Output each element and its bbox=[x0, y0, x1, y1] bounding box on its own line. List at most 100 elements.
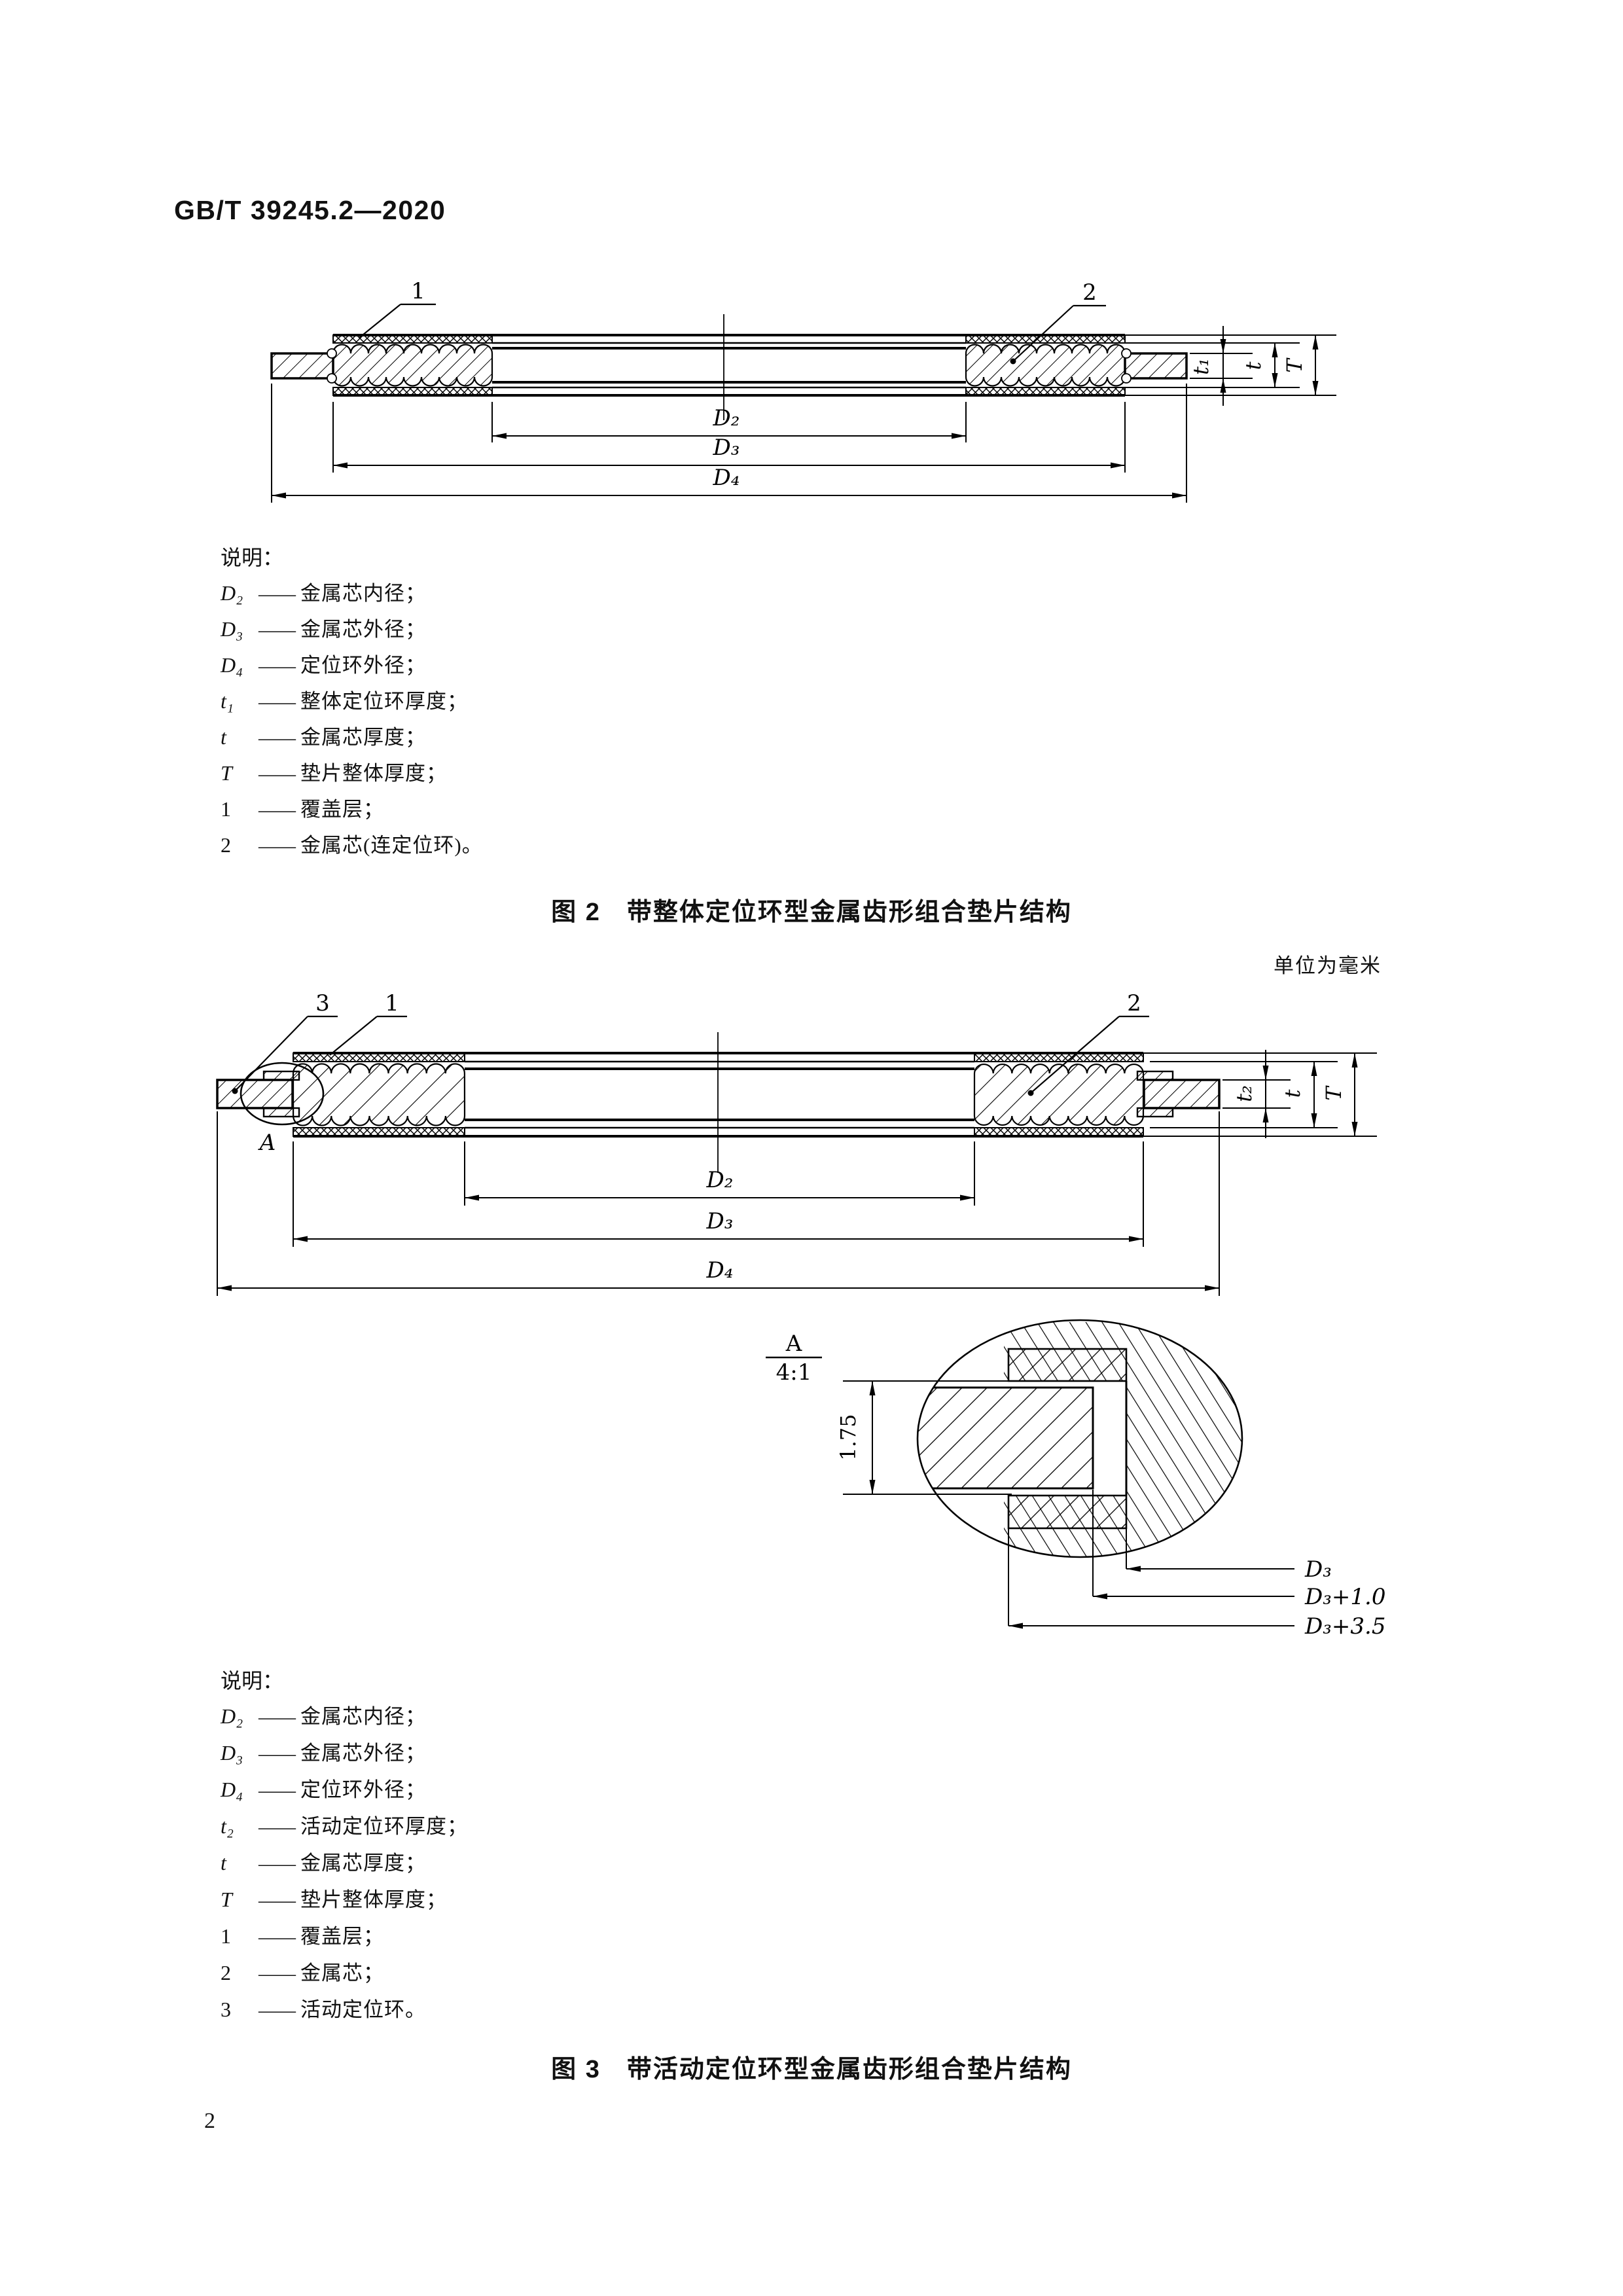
legend-row: D₃——金属芯外径； bbox=[221, 1742, 468, 1779]
fig2-callout-2-label: 2 bbox=[1082, 279, 1097, 306]
legend-dash: —— bbox=[259, 619, 296, 641]
fig2-dim-label-d2: D₂ bbox=[713, 405, 740, 431]
legend-text: 金属芯外径； bbox=[300, 1742, 426, 1765]
fig2-dim-label-d4: D₄ bbox=[713, 465, 740, 491]
legend-text: 金属芯厚度； bbox=[300, 1852, 426, 1874]
detail-boundary-ellipse bbox=[916, 1319, 1243, 1558]
legend-text: 金属芯(连定位环)。 bbox=[300, 834, 483, 857]
legend-row: 1——覆盖层； bbox=[221, 798, 483, 834]
legend-text: 金属芯外径； bbox=[300, 618, 426, 641]
fig3-loose-ring-right bbox=[1143, 1079, 1221, 1109]
fig3-legend: 说明： D₂——金属芯内径； D₃——金属芯外径； D₄——定位环外径； t₂—… bbox=[221, 1670, 468, 2036]
legend-dash: —— bbox=[259, 1743, 296, 1765]
fig3-detail-marker-circle bbox=[240, 1062, 325, 1126]
fig3-detail-view: 1.75 D₃ D₃+1.0 D₃+3.5 A 4:1 bbox=[766, 1319, 1385, 1640]
legend-row: T——垫片整体厚度； bbox=[221, 1889, 468, 1926]
fig3-callout-1: 1 bbox=[329, 990, 407, 1056]
fig3-thickness-dims: t₂ t T bbox=[1143, 1050, 1377, 1138]
legend-symbol: 2 bbox=[221, 1961, 231, 1984]
legend-row: T ——垫片整体厚度； bbox=[221, 762, 483, 798]
detail-dim-175-label: 1.75 bbox=[836, 1414, 861, 1460]
legend-symbol: D₄ bbox=[221, 653, 243, 677]
fig2-callout-1-label: 1 bbox=[411, 278, 425, 304]
detail-label-d3-plus-3-5: D₃+3.5 bbox=[1304, 1613, 1385, 1640]
unit-note: 单位为毫米 bbox=[1274, 954, 1382, 977]
legend-text: 覆盖层； bbox=[300, 798, 384, 821]
detail-ring-web bbox=[918, 1386, 1094, 1490]
fig3-dim-label-T: T bbox=[1321, 1085, 1346, 1101]
fig2-ring-left bbox=[270, 352, 334, 380]
fig3-callout-2: 2 bbox=[1027, 990, 1149, 1096]
legend-text: 垫片整体厚度； bbox=[300, 1888, 447, 1911]
legend-text: 垫片整体厚度； bbox=[300, 762, 447, 785]
fig2-dim-label-T: T bbox=[1282, 357, 1307, 373]
legend-text: 定位环外径； bbox=[300, 654, 426, 677]
fig2-legend-title: 说明： bbox=[221, 546, 284, 569]
legend-row: 2——金属芯； bbox=[221, 1962, 468, 1999]
legend-row: t——金属芯厚度； bbox=[221, 726, 483, 762]
legend-dash: —— bbox=[259, 763, 296, 785]
legend-symbol: D₄ bbox=[221, 1778, 243, 1801]
detail-dim-175 bbox=[843, 1380, 1012, 1495]
legend-symbol: T bbox=[221, 761, 232, 785]
fig3-dim-label-t2: t₂ bbox=[1232, 1085, 1257, 1102]
detail-view-scale: 4:1 bbox=[776, 1359, 812, 1386]
legend-text: 覆盖层； bbox=[300, 1925, 384, 1948]
legend-symbol: t bbox=[221, 1851, 226, 1874]
legend-dash: —— bbox=[259, 835, 296, 857]
legend-row: 3——活动定位环。 bbox=[221, 1999, 468, 2036]
legend-symbol: t bbox=[221, 725, 226, 749]
page-number: 2 bbox=[204, 2109, 215, 2133]
legend-dash: —— bbox=[259, 655, 296, 677]
legend-text: 金属芯； bbox=[300, 1962, 384, 1984]
legend-text: 活动定位环。 bbox=[300, 1998, 426, 2021]
legend-row: t ——金属芯厚度； bbox=[221, 1852, 468, 1889]
fig2-diameter-dims: D₂ D₃ D₄ bbox=[271, 384, 1187, 503]
legend-symbol: t₁ bbox=[221, 689, 234, 713]
legend-symbol: T bbox=[221, 1888, 232, 1911]
legend-symbol: 1 bbox=[221, 1924, 231, 1948]
fig3-diameter-dims: D₂ D₃ D₄ bbox=[217, 1111, 1220, 1296]
fig2-ring-right bbox=[1124, 352, 1188, 380]
figure2-gasket-section bbox=[270, 314, 1188, 420]
fig3-dim-label-t: t bbox=[1280, 1089, 1305, 1098]
detail-label-d3-plus-1: D₃+1.0 bbox=[1304, 1584, 1385, 1610]
legend-dash: —— bbox=[259, 691, 296, 713]
fig3-callout-3-label: 3 bbox=[315, 990, 330, 1016]
legend-dash: —— bbox=[259, 1926, 296, 1948]
legend-row: t₂ ——活动定位环厚度； bbox=[221, 1816, 468, 1852]
fig2-dim-label-t1: t₁ bbox=[1188, 358, 1213, 375]
legend-dash: —— bbox=[259, 1853, 296, 1874]
fig3-core-left bbox=[292, 1063, 466, 1126]
legend-row: D₄——定位环外径； bbox=[221, 1779, 468, 1816]
legend-dash: —— bbox=[259, 1780, 296, 1801]
legend-row: D₃ ——金属芯外径； bbox=[221, 619, 483, 655]
fig2-caption: 图 2 带整体定位环型金属齿形组合垫片结构 bbox=[551, 899, 1072, 926]
legend-dash: —— bbox=[259, 799, 296, 821]
fig3-legend-title: 说明： bbox=[221, 1669, 284, 1693]
legend-row: D₂——金属芯内径； bbox=[221, 583, 483, 619]
fig3-detail-marker-label: A bbox=[258, 1130, 276, 1156]
legend-row: D₄ ——定位环外径； bbox=[221, 655, 483, 691]
legend-text: 活动定位环厚度； bbox=[300, 1815, 468, 1838]
fig3-loose-ring-left bbox=[216, 1079, 294, 1109]
legend-symbol: D₂ bbox=[221, 581, 243, 605]
legend-symbol: D₃ bbox=[221, 617, 243, 641]
legend-dash: —— bbox=[259, 2000, 296, 2021]
legend-dash: —— bbox=[259, 1816, 296, 1838]
fig3-callout-3: 3 bbox=[232, 990, 338, 1094]
fig2-legend: 说明： D₂——金属芯内径； D₃——金属芯外径； D₄——定位环外径； t₁—… bbox=[221, 547, 483, 870]
fig2-dim-label-d3: D₃ bbox=[713, 435, 740, 461]
fig2-callout-1: 1 bbox=[359, 278, 436, 338]
legend-symbol: D₂ bbox=[221, 1704, 243, 1728]
standard-number: GB/T 39245.2—2020 bbox=[174, 195, 446, 225]
legend-symbol: 2 bbox=[221, 833, 231, 857]
legend-symbol: t₂ bbox=[221, 1814, 234, 1838]
legend-row: 2 ——金属芯(连定位环)。 bbox=[221, 834, 483, 870]
fig2-core-left bbox=[332, 344, 493, 387]
legend-row: 1 ——覆盖层； bbox=[221, 1926, 468, 1962]
detail-ring-bottom-tab bbox=[1007, 1494, 1128, 1530]
legend-dash: —— bbox=[259, 583, 296, 605]
